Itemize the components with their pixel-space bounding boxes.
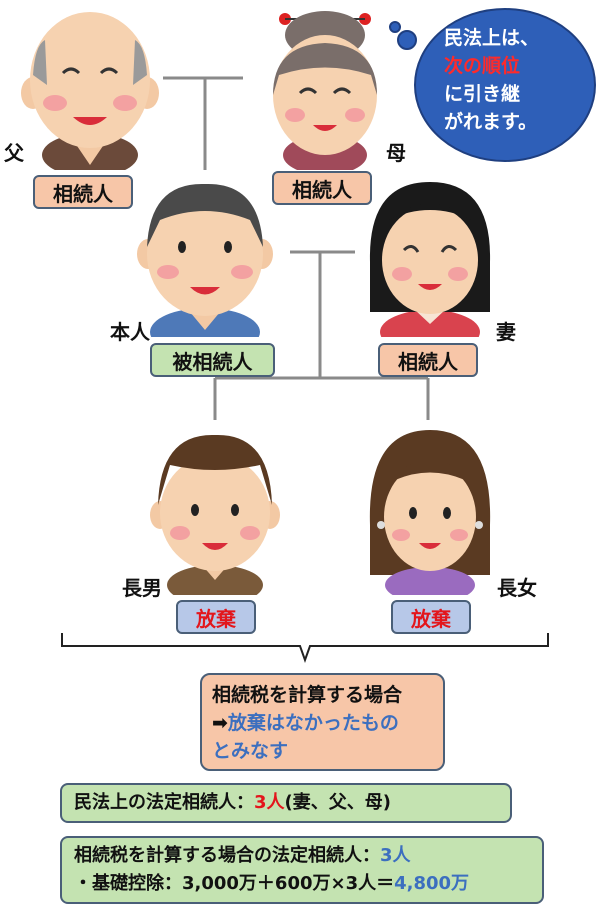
father-illustration	[21, 12, 159, 170]
speech-bubble	[389, 8, 596, 162]
civil-law-suffix: (妻、父、母)	[284, 792, 391, 813]
tax-heirs-box: 相続税を計算する場合の法定相続人：3人 ・基礎控除：3,000万＋600万×3人…	[60, 836, 544, 904]
civil-law-count: 3人	[254, 792, 285, 813]
eldest-daughter-label: 長女	[497, 576, 537, 600]
father-status-badge: 相続人	[33, 175, 133, 209]
bubble-text: 民法上は、 次の順位 に引き継 がれます。	[444, 27, 540, 133]
tax-calc-note-line2: 放棄はなかったもの	[227, 712, 399, 734]
tax-calc-note-line1: 相続税を計算する場合	[212, 684, 403, 706]
civil-law-prefix: 民法上の法定相続人：	[74, 792, 254, 813]
basic-deduction-total: 4,800万	[394, 873, 470, 894]
father-label: 父	[4, 141, 24, 165]
mother-label: 母	[386, 141, 406, 165]
arrow-icon: ➡	[212, 712, 228, 734]
wife-status-badge: 相続人	[378, 343, 478, 377]
wife-label: 妻	[496, 320, 516, 344]
tax-heirs-count: 3人	[380, 845, 411, 866]
eldest-son-status-badge: 放棄	[176, 600, 256, 634]
eldest-daughter-illustration	[369, 430, 491, 595]
basic-deduction-formula: ・基礎控除：3,000万＋600万×3人＝	[74, 873, 395, 894]
self-illustration	[137, 183, 273, 337]
mother-illustration	[273, 11, 377, 170]
tax-calc-note: 相続税を計算する場合 ➡放棄はなかったもの とみなす	[200, 673, 445, 771]
eldest-son-label: 長男	[122, 576, 162, 600]
tax-calc-note-line3: とみなす	[212, 740, 289, 762]
eldest-daughter-status-badge: 放棄	[391, 600, 471, 634]
eldest-son-illustration	[150, 434, 280, 595]
mother-status-badge: 相続人	[272, 171, 372, 205]
tax-heirs-prefix: 相続税を計算する場合の法定相続人：	[74, 845, 380, 866]
civil-law-heirs-box: 民法上の法定相続人：3人(妻、父、母)	[60, 783, 512, 823]
self-status-badge: 被相続人	[150, 343, 275, 377]
wife-illustration	[369, 182, 491, 337]
self-label: 本人	[110, 320, 150, 344]
